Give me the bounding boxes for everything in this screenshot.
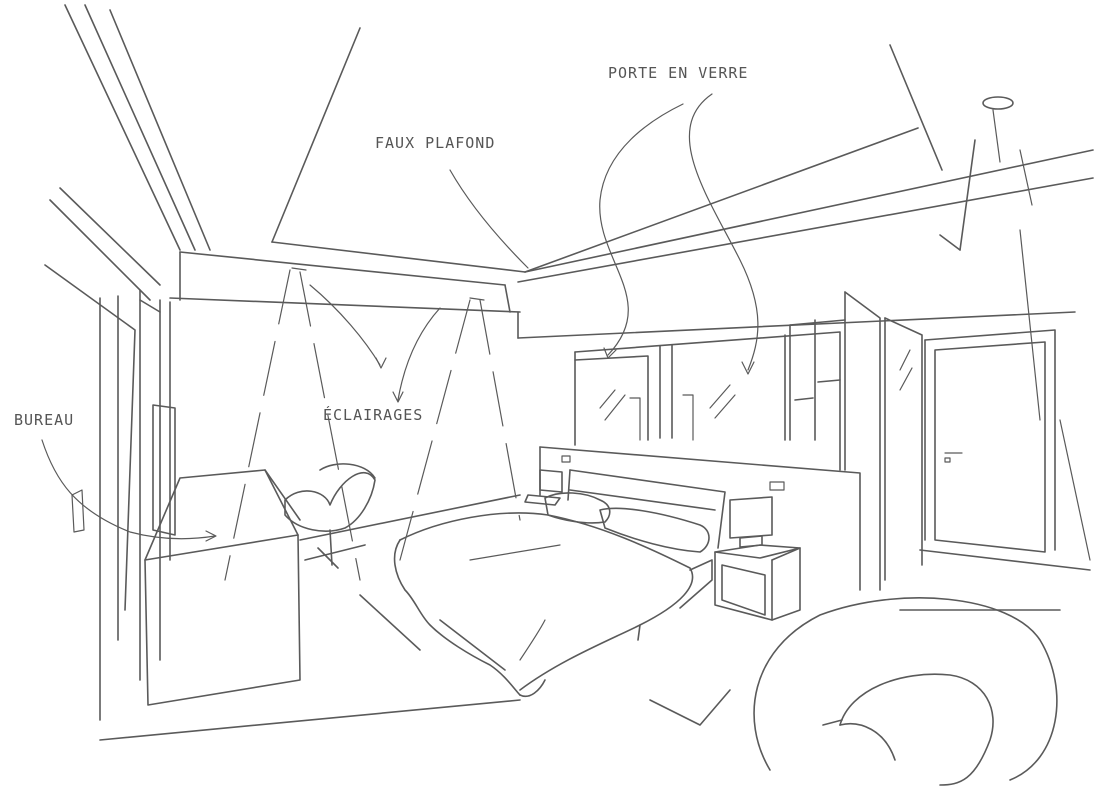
label-bureau: BUREAU — [14, 411, 74, 429]
light-cones — [224, 267, 521, 581]
ceiling-lines — [64, 4, 1094, 339]
ceiling-spot — [982, 96, 1033, 206]
left-lamp — [524, 469, 563, 506]
label-eclairages: ÉCLAIRAGES — [323, 405, 423, 424]
desk — [144, 469, 301, 706]
annotation-leaders — [41, 93, 759, 542]
left-wall — [44, 187, 176, 721]
right-partition — [844, 229, 1091, 591]
label-porte-en-verre: PORTE EN VERRE — [608, 64, 748, 82]
right-nightstand — [714, 496, 801, 621]
partition-wall — [539, 319, 861, 591]
round-rug — [753, 597, 1058, 786]
armchair — [284, 463, 376, 569]
bed — [393, 469, 726, 698]
floor-lines — [99, 494, 1091, 741]
label-faux-plafond: FAUX PLAFOND — [375, 134, 495, 152]
